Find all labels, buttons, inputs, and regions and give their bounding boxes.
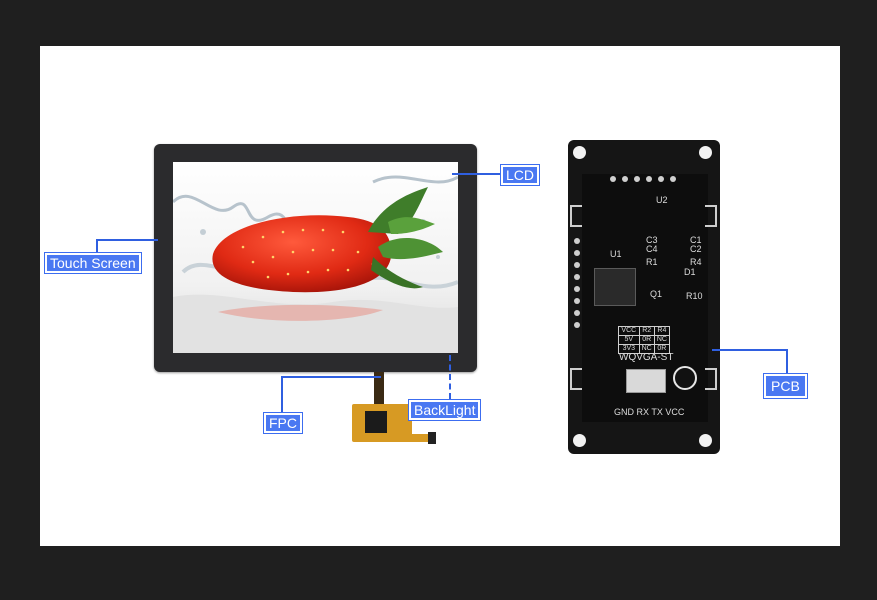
touch-screen-label: Touch Screen	[44, 252, 142, 274]
pcb-pad	[574, 322, 580, 328]
pcb-pad	[574, 310, 580, 316]
mcu-chip	[594, 268, 636, 306]
pcb-pad	[658, 176, 664, 182]
pcb-label-c3: C3	[646, 235, 658, 245]
backlight-label: BackLight	[408, 399, 482, 421]
pcb-callout-line	[786, 349, 788, 373]
fpc-cable	[374, 372, 384, 412]
mounting-hole	[573, 434, 586, 447]
fpc-chip	[365, 411, 387, 433]
lcd-callout-line	[452, 173, 500, 175]
fpc-connector-end	[428, 432, 436, 444]
fpc-callout-line	[281, 376, 283, 412]
pcb-pad	[646, 176, 652, 182]
pcb-model-label: WQVGA-ST	[619, 352, 674, 363]
pcb-label-q1: Q1	[650, 289, 663, 299]
pcb-corner-marker	[570, 368, 582, 390]
pcb-pad	[622, 176, 628, 182]
pcb-label-u2: U2	[656, 195, 668, 205]
pcb-pad	[574, 286, 580, 292]
pcb-corner-marker	[570, 205, 582, 227]
table-cell: 0R	[653, 344, 671, 354]
table-cell: 0R	[638, 335, 655, 345]
pcb-corner-marker	[705, 368, 717, 390]
mounting-hole	[699, 434, 712, 447]
touch-screen-callout-line	[96, 239, 98, 253]
fpc-label: FPC	[263, 412, 303, 434]
lead-free-icon	[673, 366, 697, 390]
pcb-label: PCB	[763, 373, 808, 399]
fpc-label-text: FPC	[266, 415, 300, 431]
lcd-label-text: LCD	[503, 167, 538, 183]
pcb-uart-connector	[626, 369, 666, 393]
mounting-hole	[573, 146, 586, 159]
pcb-label-c1: C1	[690, 235, 702, 245]
pcb-label-u1: U1	[610, 249, 622, 259]
pcb-pad	[574, 262, 580, 268]
strawberry-splash-image	[173, 162, 458, 353]
pcb-corner-marker	[705, 205, 717, 227]
backlight-callout-line	[449, 355, 451, 399]
backlight-label-text: BackLight	[411, 402, 479, 418]
pcb-pad	[670, 176, 676, 182]
pcb-pad	[574, 298, 580, 304]
pcb-pad	[634, 176, 640, 182]
fpc-tail	[410, 434, 436, 442]
pcb-pad	[574, 238, 580, 244]
pcb-label-text: PCB	[766, 376, 805, 396]
lcd-label: LCD	[500, 164, 541, 186]
table-cell: NC	[653, 335, 671, 345]
pcb-pad	[610, 176, 616, 182]
pcb-label-d1: D1	[684, 267, 696, 277]
pcb-callout-line	[712, 349, 788, 351]
pcb-label-c4: C4	[646, 244, 658, 254]
fpc-callout-line	[281, 376, 381, 378]
pcb-label-r10: R10	[686, 291, 703, 301]
pcb-jumper-table: VCC R2 R4 5V 0R NC 3V3 NC 0R	[618, 326, 671, 354]
pcb-label-r4: R4	[690, 257, 702, 267]
lcd-screen	[173, 162, 458, 353]
table-cell: VCC	[618, 326, 640, 336]
pcb-pad	[574, 274, 580, 280]
touch-screen-label-text: Touch Screen	[47, 255, 139, 271]
pcb-label-r1: R1	[646, 257, 658, 267]
mounting-hole	[699, 146, 712, 159]
pcb-pad	[574, 250, 580, 256]
table-cell: 5V	[618, 335, 640, 345]
table-cell: R4	[653, 326, 671, 336]
pcb-label-c2: C2	[690, 244, 702, 254]
table-cell: R2	[638, 326, 655, 336]
pcb-pin-labels: GND RX TX VCC	[614, 407, 685, 417]
touch-screen-callout-line	[96, 239, 158, 241]
